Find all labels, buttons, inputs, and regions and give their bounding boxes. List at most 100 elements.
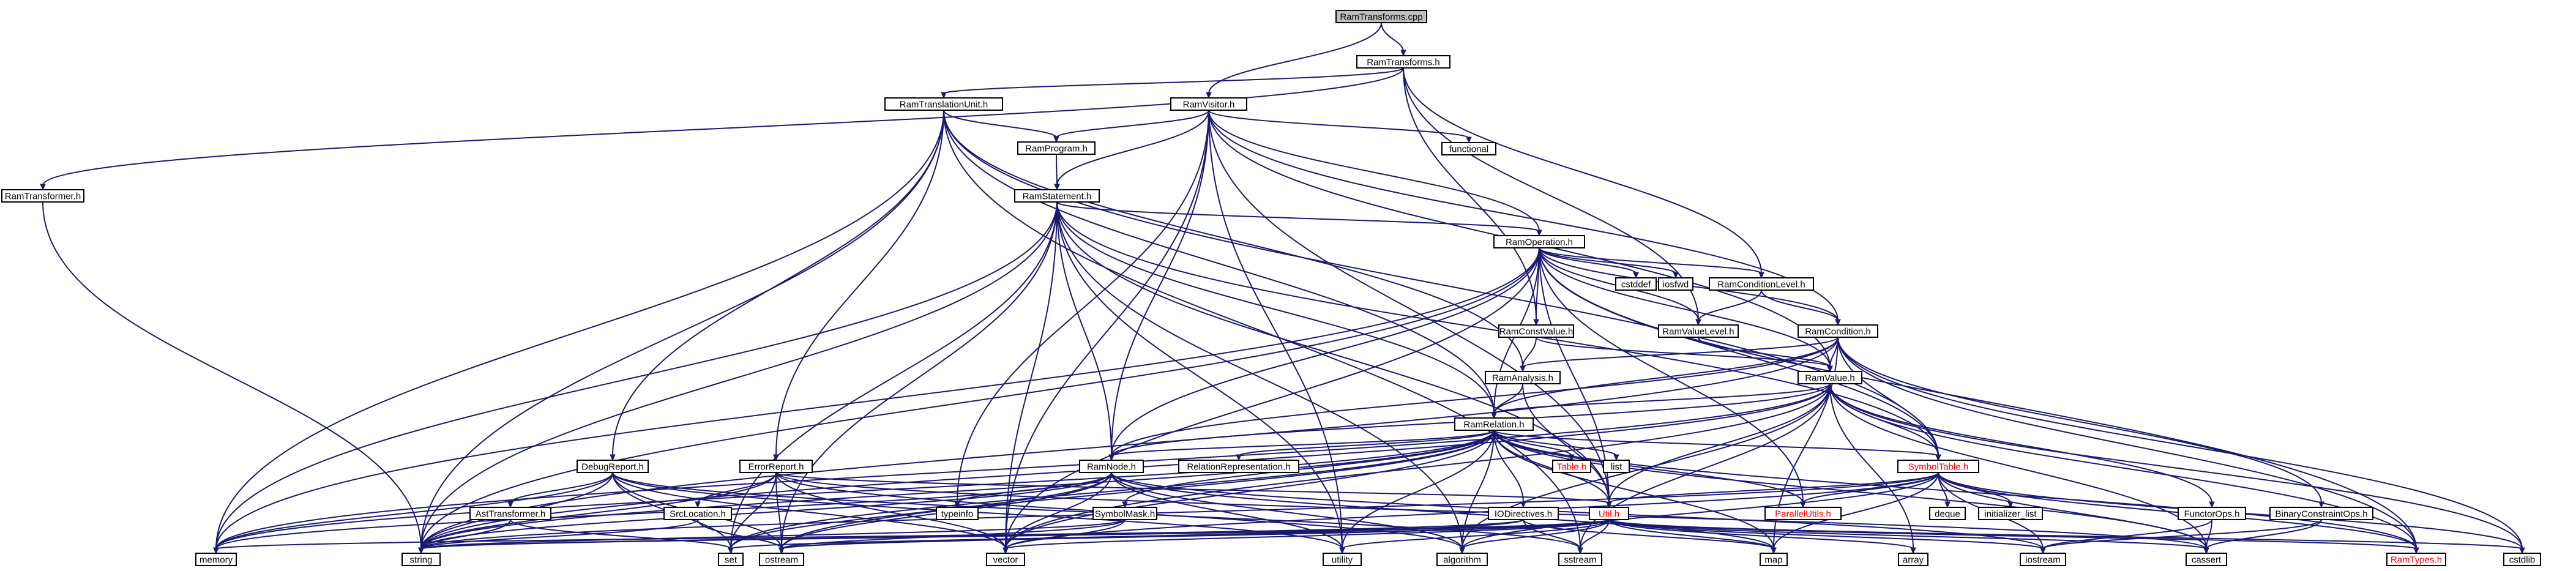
node-ostream: ostream (759, 553, 804, 566)
edge-util-to-memory (215, 519, 1610, 550)
node-box (1603, 460, 1630, 473)
edge-rval-to-cassert (1829, 383, 2207, 550)
node-box (2020, 553, 2066, 566)
node-string: string (401, 553, 441, 566)
node-paru[interactable]: ParallelUtils.h (1764, 507, 1842, 520)
node-box (1764, 507, 1842, 520)
edge-rnode-to-vector (1005, 472, 1112, 550)
edge-rcond-to-rnode (1111, 337, 1839, 457)
edge-rop-to-iosfwd (1539, 247, 1676, 274)
node-label: typeinfo (941, 509, 974, 520)
edge-rprog-to-rstmt (1056, 154, 1058, 186)
node-box (1178, 460, 1299, 473)
node-functional: functional (1441, 142, 1496, 155)
node-label: deque (1935, 509, 1960, 520)
node-dbg[interactable]: DebugReport.h (577, 460, 649, 473)
node-box (577, 460, 649, 473)
edge-arrowhead (1633, 272, 1639, 279)
node-bco[interactable]: BinaryConstraintOps.h (2269, 507, 2373, 520)
node-rth[interactable]: RamTransforms.h (1356, 55, 1450, 69)
node-iodir[interactable]: IODirectives.h (1488, 507, 1559, 520)
node-label: memory (200, 555, 233, 565)
node-root[interactable]: RamTransforms.cpp (1335, 10, 1427, 23)
node-label: vector (993, 555, 1018, 565)
node-label: SymbolMask.h (1095, 509, 1155, 520)
node-functor[interactable]: FunctorOps.h (2178, 507, 2246, 520)
node-symmask[interactable]: SymbolMask.h (1092, 507, 1157, 520)
node-label: SymbolTable.h (1908, 462, 1968, 472)
node-relrep[interactable]: RelationRepresentation.h (1178, 460, 1299, 473)
edge-rvis-to-typeinfo (957, 110, 1209, 504)
node-rtr[interactable]: RamTransformer.h (1, 189, 84, 203)
edge-rcond-to-ramtypes (1837, 337, 2417, 550)
node-set: set (718, 553, 744, 566)
edge-rstmt-to-vector (1005, 201, 1058, 550)
node-ranal[interactable]: RamAnalysis.h (1485, 371, 1561, 384)
node-box (1552, 460, 1591, 473)
edge-err-to-string (420, 472, 777, 550)
node-srcloc[interactable]: SrcLocation.h (663, 507, 732, 520)
node-box (1978, 507, 2043, 520)
node-rtu[interactable]: RamTranslationUnit.h (884, 97, 1003, 111)
node-utility: utility (1323, 553, 1362, 566)
edge-rnode-to-utility (1111, 472, 1343, 550)
node-box (663, 507, 732, 520)
node-ramtypes[interactable]: RamTypes.h (2386, 553, 2446, 566)
node-rcv[interactable]: RamConstValue.h (1498, 324, 1574, 338)
edge-rvis-to-rstmt (1056, 110, 1209, 186)
edge-rstmt-to-memory (215, 201, 1058, 550)
node-box (1356, 55, 1450, 69)
edge-astt-to-set (510, 519, 731, 550)
node-list: list (1603, 460, 1630, 473)
edge-rstmt-to-algorithm (1056, 201, 1463, 550)
edge-arrowhead (1339, 547, 1345, 554)
node-rcond[interactable]: RamCondition.h (1798, 324, 1878, 338)
edge-util-to-cassert (1608, 519, 2207, 550)
node-label: map (1764, 555, 1782, 565)
node-symtab[interactable]: SymbolTable.h (1897, 460, 1979, 473)
edge-dbg-to-memory (215, 472, 613, 550)
node-rnode[interactable]: RamNode.h (1079, 460, 1144, 473)
edge-rstmt-to-string (420, 201, 1058, 550)
edge-arrowhead (1053, 136, 1059, 143)
edge-arrowhead (1935, 454, 1941, 461)
edge-root-to-rvis (1208, 22, 1382, 94)
node-box (2386, 553, 2446, 566)
node-util[interactable]: Util.h (1589, 507, 1629, 520)
edge-rcond-to-rrel (1493, 337, 1839, 414)
edge-arrowhead (1827, 365, 1833, 373)
node-rprog[interactable]: RamProgram.h (1017, 141, 1096, 155)
edge-rrel-to-relrep (1238, 430, 1495, 457)
node-rstmt[interactable]: RamStatement.h (1014, 189, 1100, 203)
node-box (1798, 324, 1878, 338)
node-rop[interactable]: RamOperation.h (1493, 235, 1585, 248)
edge-rval-to-cstdlib (1829, 383, 2523, 550)
edge-rval-to-ramtypes (1829, 383, 2417, 550)
node-rcl[interactable]: RamConditionLevel.h (1709, 277, 1814, 291)
node-astt[interactable]: AstTransformer.h (469, 507, 551, 520)
node-label: algorithm (1443, 555, 1481, 565)
node-tableh[interactable]: Table.h (1552, 460, 1591, 473)
node-err[interactable]: ErrorReport.h (739, 460, 813, 473)
edge-util-to-algorithm (1462, 519, 1610, 550)
node-label: RamTranslationUnit.h (900, 100, 988, 110)
edge-rcond-to-ranal (1522, 337, 1839, 368)
node-label: sstream (1564, 555, 1596, 565)
node-label: list (1611, 462, 1622, 472)
edge-srcloc-to-ostream (697, 519, 782, 550)
node-rvl[interactable]: RamValueLevel.h (1658, 324, 1739, 338)
edge-rval-to-sstream (1580, 383, 1831, 550)
edge-rrel-to-tableh (1493, 430, 1572, 457)
node-label: RamOperation.h (1506, 237, 1573, 248)
node-rval[interactable]: RamValue.h (1798, 371, 1862, 384)
edge-arrowhead (507, 501, 513, 509)
edge-arrowhead (1771, 547, 1777, 554)
edge-rstmt-to-rnode (1056, 201, 1112, 457)
node-box (1170, 97, 1247, 111)
edge-arrowhead (1491, 412, 1497, 419)
node-rrel[interactable]: RamRelation.h (1454, 417, 1534, 431)
node-rvis[interactable]: RamVisitor.h (1170, 97, 1247, 111)
edge-arrowhead (1002, 547, 1009, 554)
node-label: RamValue.h (1805, 373, 1854, 384)
